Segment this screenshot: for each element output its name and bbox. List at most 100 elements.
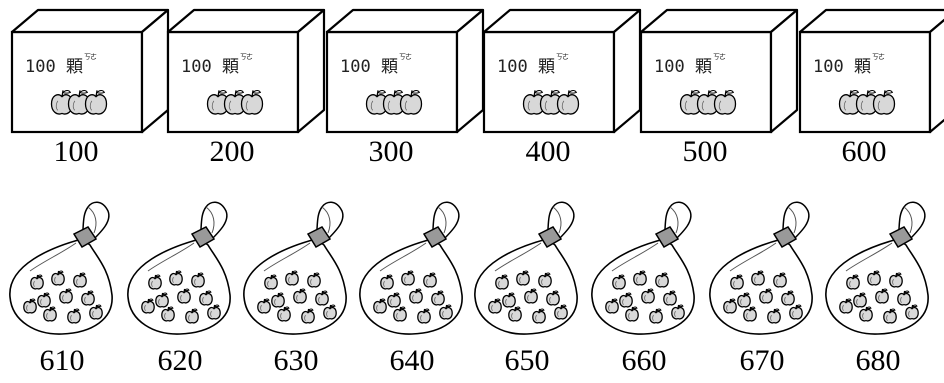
apple-icon [207,304,221,320]
bag-knot [772,226,798,249]
apple-icon [859,306,873,322]
box-label-zhuyin: ㄎㄜ [83,53,97,61]
box-label-zhuyin: ㄎㄜ [398,53,412,61]
apple-icon [671,304,685,320]
apple-icon [605,298,619,314]
apple-icon [846,274,860,290]
apple-icon [43,306,57,322]
apple-icon [839,298,853,314]
box-label-zhuyin: ㄎㄜ [555,53,569,61]
box-front-face [10,30,144,134]
box-label: 100 顆ㄎㄜ [813,52,885,77]
apple-icon [855,89,879,115]
box-front-face [166,30,300,134]
box-label: 100 顆ㄎㄜ [25,52,97,77]
bag-body [243,238,347,335]
apple-icon [393,306,407,322]
apple-icon [522,89,546,115]
bag-knot [72,226,98,249]
apple-bag-icon [474,201,578,335]
box-side-face [296,8,326,134]
apple-icon [883,308,897,324]
box-total-number: 600 [841,135,887,168]
box-label: 100 顆ㄎㄜ [654,52,726,77]
box-label: 100 顆ㄎㄜ [340,52,412,77]
apple-icon [67,308,81,324]
box-label: 100 顆ㄎㄜ [181,52,253,77]
apple-icon [161,306,175,322]
box-total-number: 400 [525,135,571,168]
apple-icon [307,272,321,288]
apple-icon [679,89,703,115]
box-label-text: 100 顆 [813,57,871,77]
box-side-face [769,8,799,134]
apple-bag-icon [359,201,463,335]
bag-knot [537,226,563,249]
apple-icon [81,290,95,306]
box-front-face [798,30,932,134]
box-side-face [612,8,642,134]
box-label-zhuyin: ㄎㄜ [239,53,253,61]
box-top-face [798,8,944,34]
apple-icon [271,292,285,308]
apple-icon [556,89,580,115]
apple-bag-icon [127,201,231,335]
apple-icon [89,304,103,320]
apple-bag-icon [709,201,813,335]
apple-icon [30,274,44,290]
apple-icon [781,290,795,306]
apple-icon [155,292,169,308]
apple-icon [867,270,881,286]
box-total-number: 300 [368,135,414,168]
bag-body [709,238,813,335]
apple-icon [84,89,108,115]
bag-fold [147,242,195,272]
box-label-text: 100 顆 [654,57,712,77]
bag-total-number: 650 [504,344,550,377]
box-side-face [455,8,485,134]
cube-box-icon [325,8,485,134]
apple-icon [277,306,291,322]
bag-fold [263,242,311,272]
apple-icon [524,288,538,304]
bag-neck-fold [903,206,913,234]
box-side-face [928,18,944,134]
apple-icon [633,270,647,286]
apple-icon [431,290,445,306]
box-front-face [325,30,459,134]
box-total-number: 500 [682,135,728,168]
apple-icon [751,270,765,286]
apple-icon [301,308,315,324]
apple-icon [264,274,278,290]
apple-icon [663,290,677,306]
apple-icon [737,292,751,308]
cube-box-icon [166,8,326,134]
cube-box-icon [482,8,642,134]
box-label-text: 100 顆 [497,57,555,77]
apple-icon [177,288,191,304]
apple-icon [641,288,655,304]
apple-icon [759,288,773,304]
apple-icon [323,304,337,320]
bag-total-number: 630 [273,344,319,377]
bag-knot [190,226,216,249]
apple-icon [50,89,74,115]
apple-icon [743,306,757,322]
apple-icon [625,306,639,322]
bag-body [9,238,113,335]
bag-neck-fold [552,206,562,234]
bag-neck-fold [437,206,447,234]
apple-icon [417,308,431,324]
bag-body [127,238,231,335]
box-label: 100 顆ㄎㄜ [497,52,569,77]
apple-icon [546,290,560,306]
apple-icon [23,298,37,314]
apple-icon [285,270,299,286]
apple-icon [73,272,87,288]
apple-icon [399,89,423,115]
box-front-face [639,30,773,134]
apple-icon [67,89,91,115]
apple-icon [838,89,862,115]
